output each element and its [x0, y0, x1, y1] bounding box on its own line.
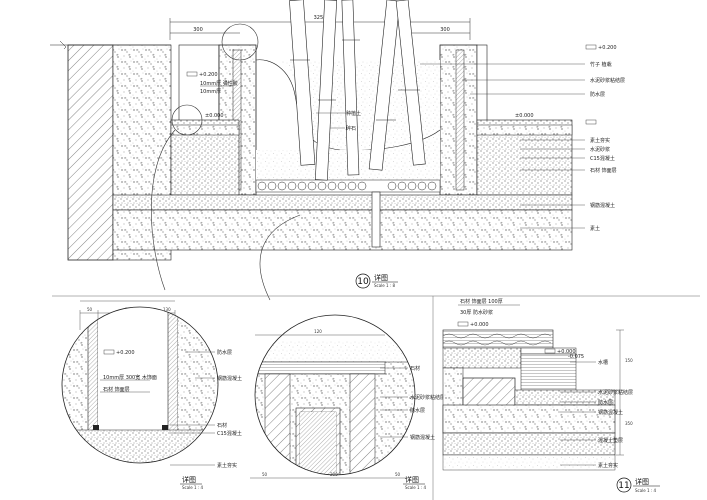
- drain-pipe: [371, 191, 381, 248]
- detail-left-callout-0: 10mm厚 300宽 木饰面: [103, 374, 157, 381]
- dim-center-bottom-2: 50: [395, 472, 401, 477]
- detail-right-note-1: 30厚 防水砂浆: [460, 309, 493, 316]
- detail-center-callout-3: 钢筋混凝土: [410, 434, 435, 441]
- detail-right-dim-1: 350: [625, 421, 633, 426]
- detail-left-rcallout-3: C15混凝土: [217, 430, 242, 437]
- callout-right-6: 石材 饰面层: [590, 167, 617, 174]
- detail-center-caption: 详图: [405, 475, 419, 484]
- left-wall-hatch: [67, 44, 114, 261]
- detail-right-callout-3: 钢筋混凝土: [598, 409, 623, 416]
- callout-right-4: 水泥砂浆: [590, 146, 610, 153]
- callout-center-1: 碎石: [346, 125, 356, 132]
- caption-number: 10: [357, 277, 369, 287]
- dim-left-2: 130: [163, 307, 171, 312]
- detail-right-callout-5: 素土夯实: [598, 462, 618, 469]
- callout-right-1: 水泥砂浆粘结层: [590, 77, 625, 84]
- elev-right: +0.200: [598, 45, 617, 51]
- right-callouts: 竹子 植栽 水泥砂浆粘结层 防水层 素土夯实 水泥砂浆 C15混凝土 石材 饰面…: [420, 61, 625, 232]
- gravel-layer: [255, 179, 441, 193]
- dim-center-top: 120: [314, 329, 322, 334]
- caption-scale: Scale 1 : 8: [374, 283, 395, 288]
- detail-left-rcallout-1: 钢筋混凝土: [217, 375, 242, 382]
- main-section: 3250 300 300: [50, 0, 625, 301]
- detail-center-callout-2: 防水层: [410, 407, 425, 414]
- detail-right: 石材 饰面层 100厚 30厚 防水砂浆 +0.000 +0.000 -0.07…: [442, 298, 660, 493]
- detail-right-callout-1: 水泥砂浆粘结层: [598, 389, 633, 396]
- detail-right-callout-0: 水槽: [598, 359, 608, 366]
- detail-left-rcallout-4: 素土夯实: [217, 462, 237, 469]
- caption-11: 11 详图 Scale 1 : 4: [616, 477, 660, 493]
- detail-center-callout-0: 石材: [410, 365, 420, 372]
- elev-right-low: ±0.000: [515, 113, 534, 119]
- detail-right-callout-4: 混凝土垫层: [598, 437, 623, 444]
- callout-right-5: C15混凝土: [590, 155, 615, 162]
- detail-right-note-0: 石材 饰面层 100厚: [460, 298, 503, 305]
- elev-left: +0.200: [199, 72, 218, 78]
- detail-center-callout-1: 水泥砂浆粘结层: [410, 394, 445, 401]
- detail-right-dim-0: 150: [625, 358, 633, 363]
- bamboo-stalks: [289, 0, 426, 181]
- detail-center-scale: Scale 1 : 4: [405, 485, 426, 490]
- left-dimension: 300: [193, 27, 203, 33]
- caption-10: 10 详图 Scale 1 : 8: [355, 273, 398, 289]
- detail-marker-b: [171, 104, 203, 136]
- callout-right-8: 素土: [590, 225, 600, 232]
- detail-marker-a: [221, 23, 259, 61]
- dim-left-0: 50: [87, 307, 93, 312]
- detail-right-elev-1: -0.075: [568, 354, 584, 360]
- detail-right-elev-0: +0.000: [557, 349, 576, 355]
- detail-left: 50 180 130 +0.200 10mm厚 300宽 木饰面 石材 饰面层 …: [61, 300, 242, 490]
- detail-right-scale: Scale 1 : 4: [635, 488, 656, 493]
- dim-center-bottom-0: 50: [262, 472, 268, 477]
- detail-right-callout-2: 防水层: [598, 399, 613, 406]
- callout-left-0: 10mm厚 弹性胶: [200, 80, 238, 87]
- top-dimension: 3250: [314, 15, 327, 21]
- detail-left-scale: Scale 1 : 4: [182, 485, 203, 490]
- elev-left-low: ±0.000: [205, 113, 224, 119]
- right-dimension: 300: [440, 27, 450, 33]
- detail-left-elev: +0.200: [116, 350, 135, 356]
- callout-right-3: 素土夯实: [590, 137, 610, 144]
- dim-center-bottom-1: 200: [330, 472, 338, 477]
- detail-left-caption: 详图: [182, 475, 196, 484]
- detail-right-caption-number: 11: [618, 481, 629, 491]
- callout-center-0: 种植土: [346, 110, 361, 117]
- callout-right-2: 防水层: [590, 91, 605, 98]
- detail-center: 120 石材 水泥砂浆粘结层 防水层 钢筋混凝土 50 200 50 详图 Sc…: [250, 314, 445, 490]
- caption-label: 详图: [374, 273, 388, 282]
- detail-left-rcallout-0: 防水层: [217, 349, 232, 356]
- callout-right-0: 竹子 植栽: [590, 61, 612, 68]
- callout-right-7: 钢筋混凝土: [590, 202, 615, 209]
- detail-right-caption: 详图: [635, 477, 649, 486]
- detail-right-note-2: +0.000: [470, 322, 489, 328]
- detail-left-rcallout-2: 石材: [217, 422, 227, 429]
- detail-left-callout-1: 石材 饰面层: [103, 386, 130, 393]
- callout-left-1: 10mm厚: [200, 89, 221, 95]
